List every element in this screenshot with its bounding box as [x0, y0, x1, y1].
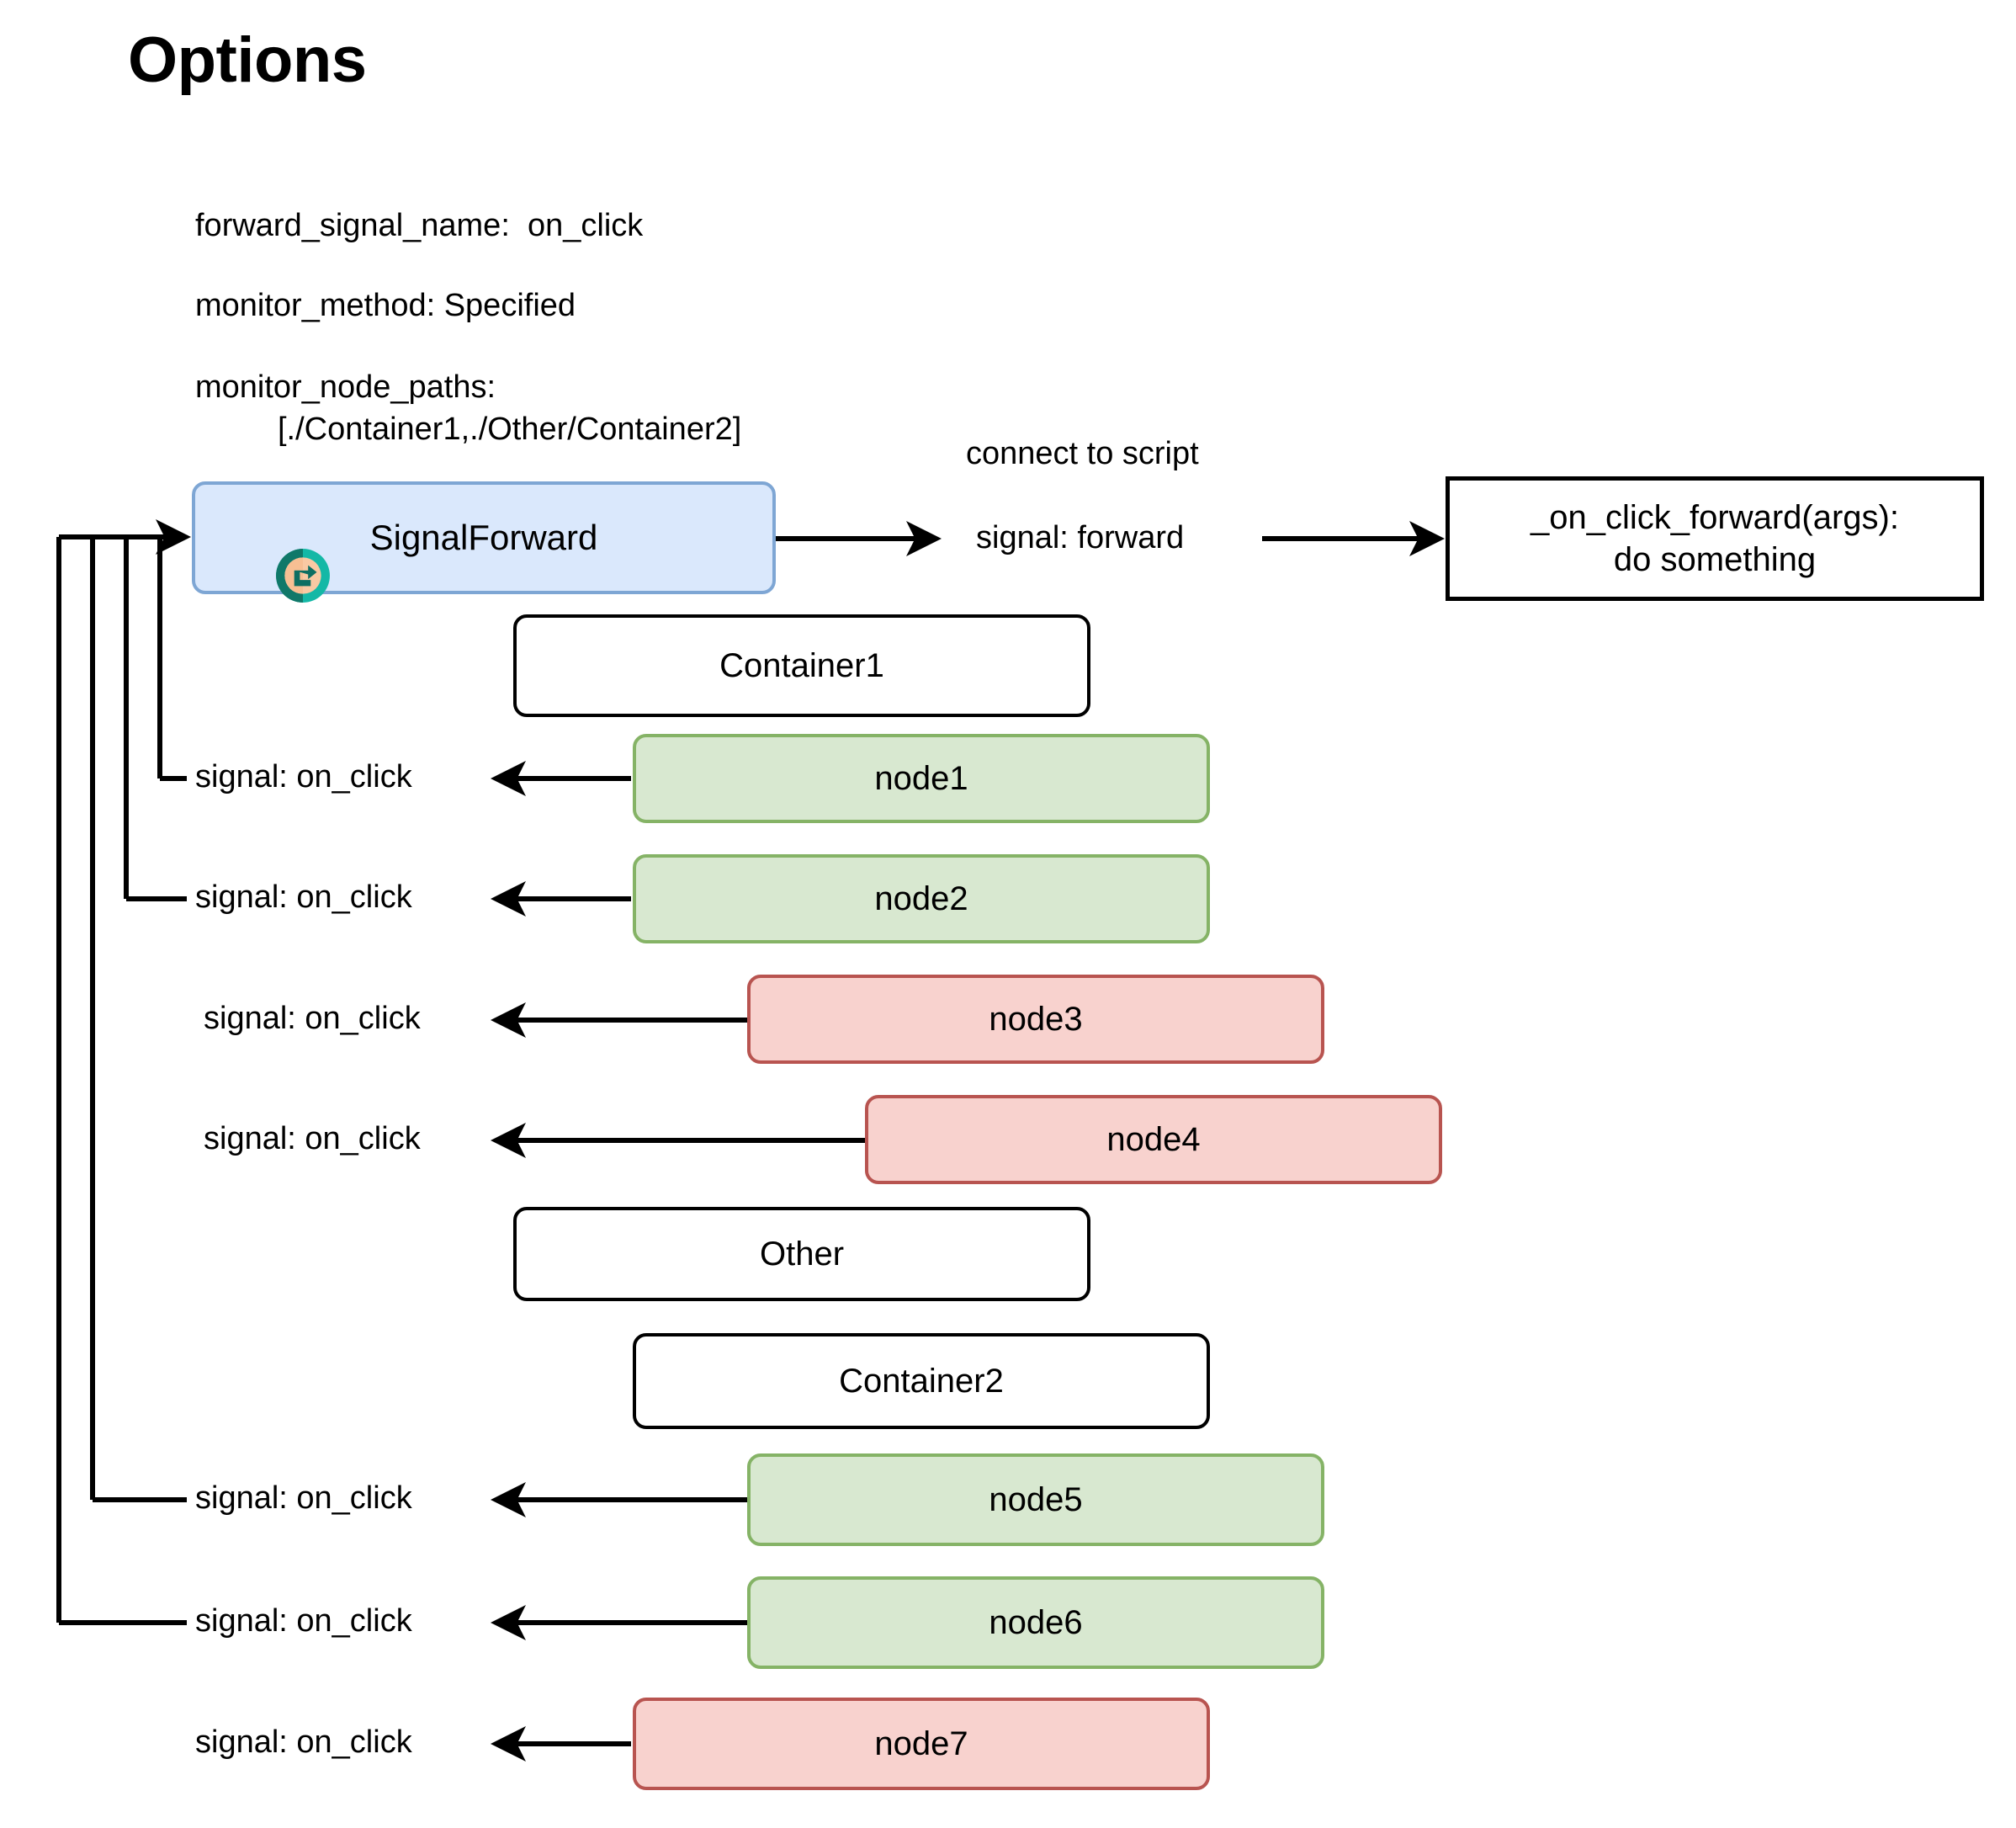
node-label: node3	[989, 1000, 1083, 1038]
node-box-node1[interactable]: node1	[633, 734, 1210, 823]
option-forward-signal-name: forward_signal_name: on_click	[195, 208, 644, 243]
signal-forward-icon	[219, 510, 330, 603]
node-label: node7	[874, 1724, 968, 1762]
node-label: node4	[1106, 1120, 1201, 1158]
signal-label-node3: signal: on_click	[204, 1001, 421, 1036]
node-label: node1	[874, 759, 968, 797]
signal-label-node4: signal: on_click	[204, 1121, 421, 1156]
connect-to-script-note: connect to script	[966, 436, 1199, 471]
signal-label-node6: signal: on_click	[195, 1603, 412, 1639]
page-title: Options	[128, 24, 367, 96]
node-box-node6[interactable]: node6	[747, 1576, 1324, 1669]
signal-label-node7: signal: on_click	[195, 1724, 412, 1760]
script-handler-body: do something	[1613, 541, 1817, 578]
container-label: Other	[759, 1235, 845, 1273]
container-box-container2: Container2	[633, 1333, 1210, 1429]
container-label: Container1	[719, 646, 884, 684]
node-box-node2[interactable]: node2	[633, 854, 1210, 943]
signal-forward-edge-label: signal: forward	[976, 520, 1185, 555]
container-label: Container2	[839, 1362, 1004, 1400]
node-box-node5[interactable]: node5	[747, 1453, 1324, 1546]
node-box-node7[interactable]: node7	[633, 1698, 1210, 1790]
signal-forward-label: SignalForward	[369, 518, 598, 557]
script-handler-signature: _on_click_forward(args):	[1531, 499, 1899, 536]
node-label: node2	[874, 879, 968, 917]
container-box-other: Other	[513, 1207, 1090, 1301]
option-monitor-node-paths-label: monitor_node_paths:	[195, 369, 496, 405]
signal-forward-node[interactable]: SignalForward	[192, 481, 776, 603]
signal-label-node2: signal: on_click	[195, 879, 412, 915]
node-box-node4[interactable]: node4	[865, 1095, 1442, 1184]
container-box-container1: Container1	[513, 614, 1090, 717]
option-monitor-method: monitor_method: Specified	[195, 288, 576, 323]
script-handler-box: _on_click_forward(args): do something	[1446, 476, 1984, 601]
option-monitor-node-paths-value: [./Container1,./Other/Container2]	[278, 412, 742, 447]
signal-label-node1: signal: on_click	[195, 759, 412, 794]
signal-label-node5: signal: on_click	[195, 1480, 412, 1516]
node-box-node3[interactable]: node3	[747, 975, 1324, 1064]
node-label: node5	[989, 1480, 1083, 1518]
node-label: node6	[989, 1603, 1083, 1641]
